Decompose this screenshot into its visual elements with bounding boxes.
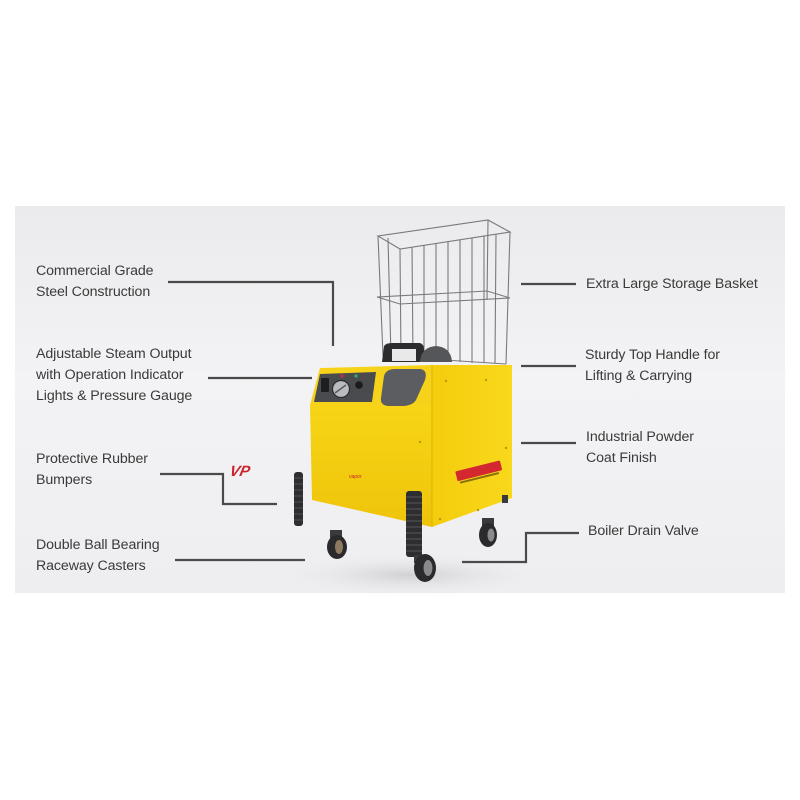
leader-line-bumpers xyxy=(160,472,277,506)
leader-line-drain xyxy=(462,531,579,564)
callout-casters: Double Ball Bearing Raceway Casters xyxy=(36,537,160,574)
callout-storage-basket: Extra Large Storage Basket xyxy=(586,276,758,292)
caster-rear-right xyxy=(479,518,497,547)
indicator-light-red xyxy=(340,374,344,378)
callout-rubber-bumpers: Protective Rubber Bumpers xyxy=(36,451,148,488)
boiler-drain-valve xyxy=(502,495,508,503)
callout-powder-coat: Industrial Powder Coat Finish xyxy=(586,429,694,466)
panel-screws xyxy=(418,378,508,521)
storage-basket xyxy=(376,219,512,365)
floor-shadow xyxy=(270,553,550,597)
callout-drain-valve: Boiler Drain Valve xyxy=(588,523,699,539)
grip-pad xyxy=(380,369,426,406)
svg-text:VP: VP xyxy=(228,463,252,480)
callout-top-handle: Sturdy Top Handle for Lifting & Carrying xyxy=(585,347,720,384)
leader-line-steel xyxy=(168,280,335,346)
handle-grip-opening xyxy=(392,349,416,361)
vp-logo: VP vapor xyxy=(228,463,362,480)
steam-output-knob xyxy=(355,381,363,389)
machine-side-panel xyxy=(432,365,512,527)
model-badge xyxy=(455,460,503,484)
callout-steel-construction: Commercial Grade Steel Construction xyxy=(36,263,154,300)
caster-front-left xyxy=(327,530,347,559)
rubber-bumper-left xyxy=(294,472,303,526)
rubber-bumper-center xyxy=(406,491,422,557)
indicator-light-green xyxy=(354,374,358,378)
caster-front-right xyxy=(414,554,436,582)
callout-steam-output: Adjustable Steam Output with Operation I… xyxy=(36,346,193,404)
svg-text:vapor: vapor xyxy=(349,474,362,480)
power-switch xyxy=(321,378,329,392)
fill-cap xyxy=(420,346,452,362)
machine-front-panel xyxy=(310,405,432,527)
